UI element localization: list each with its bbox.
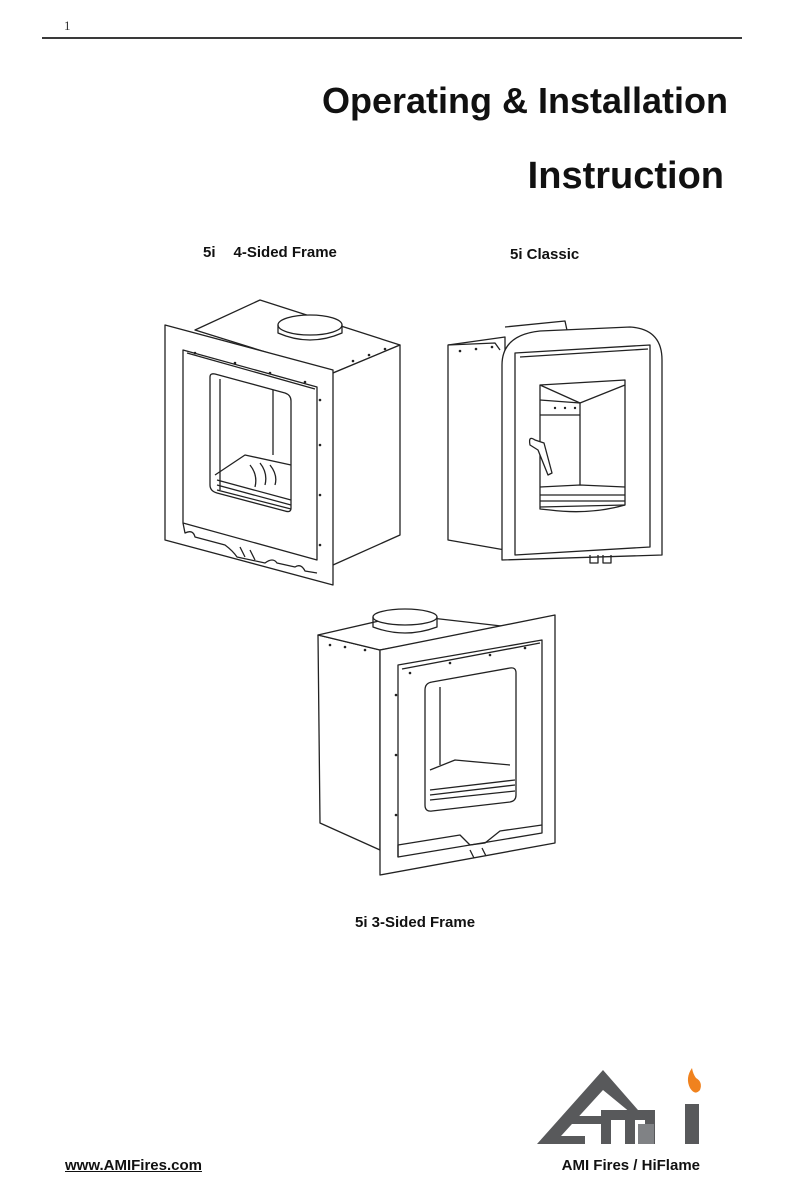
header-divider: [42, 37, 742, 39]
website-link[interactable]: www.AMIFires.com: [65, 1157, 202, 1174]
figure-caption-4-sided: 5i 4-Sided Frame: [203, 244, 337, 261]
model-label: 5i: [203, 244, 216, 261]
document-title-line-2: Instruction: [527, 155, 724, 197]
stove-3-sided-frame-drawing-icon: [317, 608, 556, 876]
page-number: 1: [64, 18, 71, 33]
ami-house-flame-logo-icon: [537, 1068, 701, 1144]
figure-caption-classic: 5i Classic: [510, 246, 580, 263]
stove-4-sided-frame-drawing-icon: [164, 299, 401, 586]
stove-classic-drawing-icon: [447, 320, 663, 564]
figure-caption-3-sided: 5i 3-Sided Frame: [355, 914, 476, 931]
variant-label: 4-Sided Frame: [233, 244, 337, 261]
footer-brand-name: AMI Fires / HiFlame: [561, 1157, 700, 1174]
document-title-line-1: Operating & Installation: [321, 80, 728, 121]
